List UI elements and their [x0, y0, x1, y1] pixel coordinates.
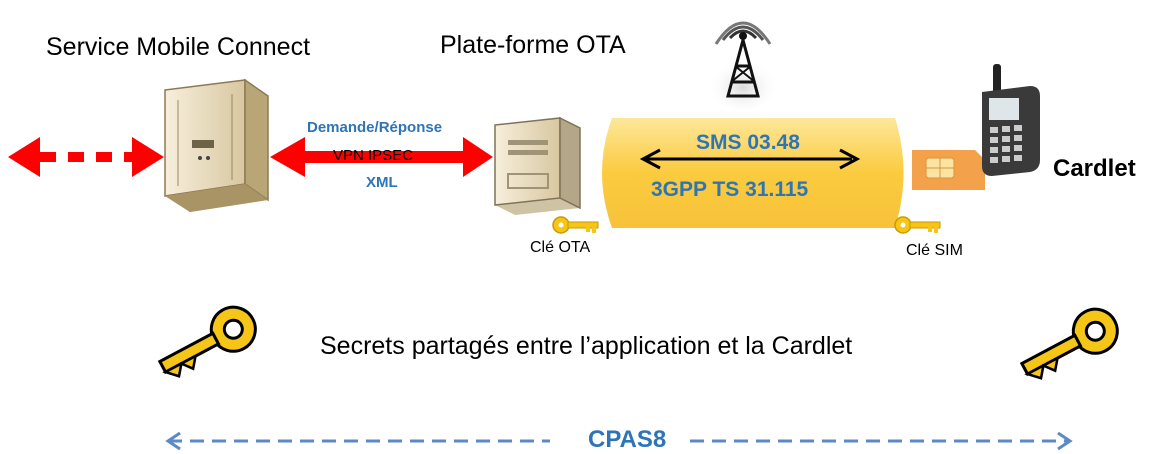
- sim-key-label: Clé SIM: [906, 242, 963, 259]
- cpas-right-arrow: [690, 431, 1073, 451]
- sms-link-arrow: [639, 148, 861, 170]
- cpas-left-arrow: [165, 431, 550, 451]
- radio-tower-icon: [707, 21, 779, 110]
- server-icon: [164, 78, 269, 212]
- request-label: Demande/Réponse: [307, 119, 443, 136]
- key-icon: [1019, 307, 1119, 380]
- xml-label: XML: [366, 174, 398, 191]
- key-icon: [894, 216, 941, 234]
- vpn-link-arrow: [270, 137, 493, 177]
- mobile-phone-icon: [982, 64, 1040, 176]
- cpas-label: CPAS8: [588, 426, 667, 453]
- key-icon: [552, 216, 599, 234]
- cardlet-label: Cardlet: [1053, 155, 1136, 182]
- server-icon: [494, 116, 581, 215]
- vpn-label: VPN IPSEC: [333, 147, 414, 164]
- ota-channel-band: [602, 118, 904, 228]
- sms-label: SMS 03.48: [696, 131, 800, 154]
- gpp-label: 3GPP TS 31.115: [651, 178, 809, 201]
- service-title: Service Mobile Connect: [46, 33, 311, 61]
- secrets-caption: Secrets partagés entre l’application et …: [320, 332, 853, 360]
- ota-key-label: Clé OTA: [530, 239, 591, 256]
- platform-title: Plate-forme OTA: [440, 31, 626, 59]
- key-icon: [157, 305, 257, 378]
- external-link-arrow: [8, 137, 164, 177]
- sim-card-icon: [912, 150, 985, 190]
